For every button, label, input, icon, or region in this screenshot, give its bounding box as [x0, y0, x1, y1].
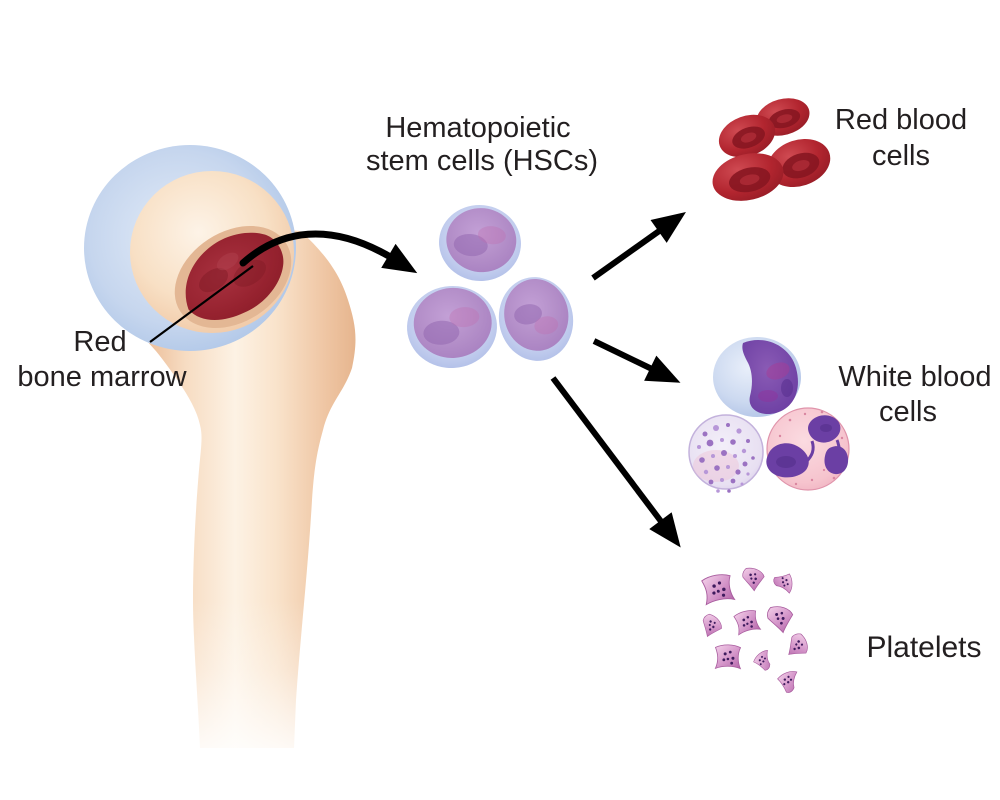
stem-cell	[498, 277, 574, 361]
platelet	[738, 565, 766, 593]
arrow-hsc-to-platelets	[550, 376, 681, 548]
label-red-bone-marrow-line1: Red	[73, 326, 126, 358]
platelet	[781, 631, 812, 661]
arrow-hsc-to-wbc	[592, 338, 681, 383]
arrow-marrow-to-hsc	[239, 230, 418, 274]
neutrophil-cell	[766, 407, 850, 491]
platelet	[764, 604, 795, 635]
label-red-bone-marrow-line2: bone marrow	[17, 361, 187, 393]
red-blood-cell	[767, 138, 831, 188]
platelets-cluster	[695, 565, 812, 695]
granulocyte-cell	[688, 414, 764, 493]
arrow-hsc-to-rbc	[591, 211, 686, 281]
platelet	[732, 608, 762, 636]
bone-fade	[140, 600, 380, 800]
label-hsc-line2: stem cells (HSCs)	[366, 145, 598, 177]
label-red-blood-cells-line1: Red blood	[835, 104, 967, 136]
platelet	[700, 572, 736, 606]
platelet	[776, 669, 802, 695]
femur-bone-illustration	[84, 145, 380, 800]
platelet	[695, 611, 725, 641]
platelet	[751, 648, 777, 674]
label-white-blood-cells-line1: White blood	[838, 361, 991, 393]
platelet	[772, 572, 794, 594]
red-blood-cell	[718, 114, 776, 158]
platelet	[713, 643, 743, 671]
hematopoietic-stem-cells	[407, 204, 574, 369]
flow-arrows	[149, 211, 686, 548]
lymphocyte-cell	[713, 337, 801, 417]
label-platelets: Platelets	[866, 631, 981, 664]
stem-cell	[407, 285, 497, 369]
red-blood-cells	[712, 98, 831, 201]
label-hsc-line1: Hematopoietic	[385, 112, 570, 144]
stem-cell	[439, 204, 521, 282]
label-red-blood-cells-line2: cells	[872, 140, 930, 172]
white-blood-cells	[688, 337, 850, 493]
label-white-blood-cells-line2: cells	[879, 396, 937, 428]
leader-line-red-bone-marrow	[149, 265, 254, 343]
red-blood-cell	[712, 153, 784, 201]
